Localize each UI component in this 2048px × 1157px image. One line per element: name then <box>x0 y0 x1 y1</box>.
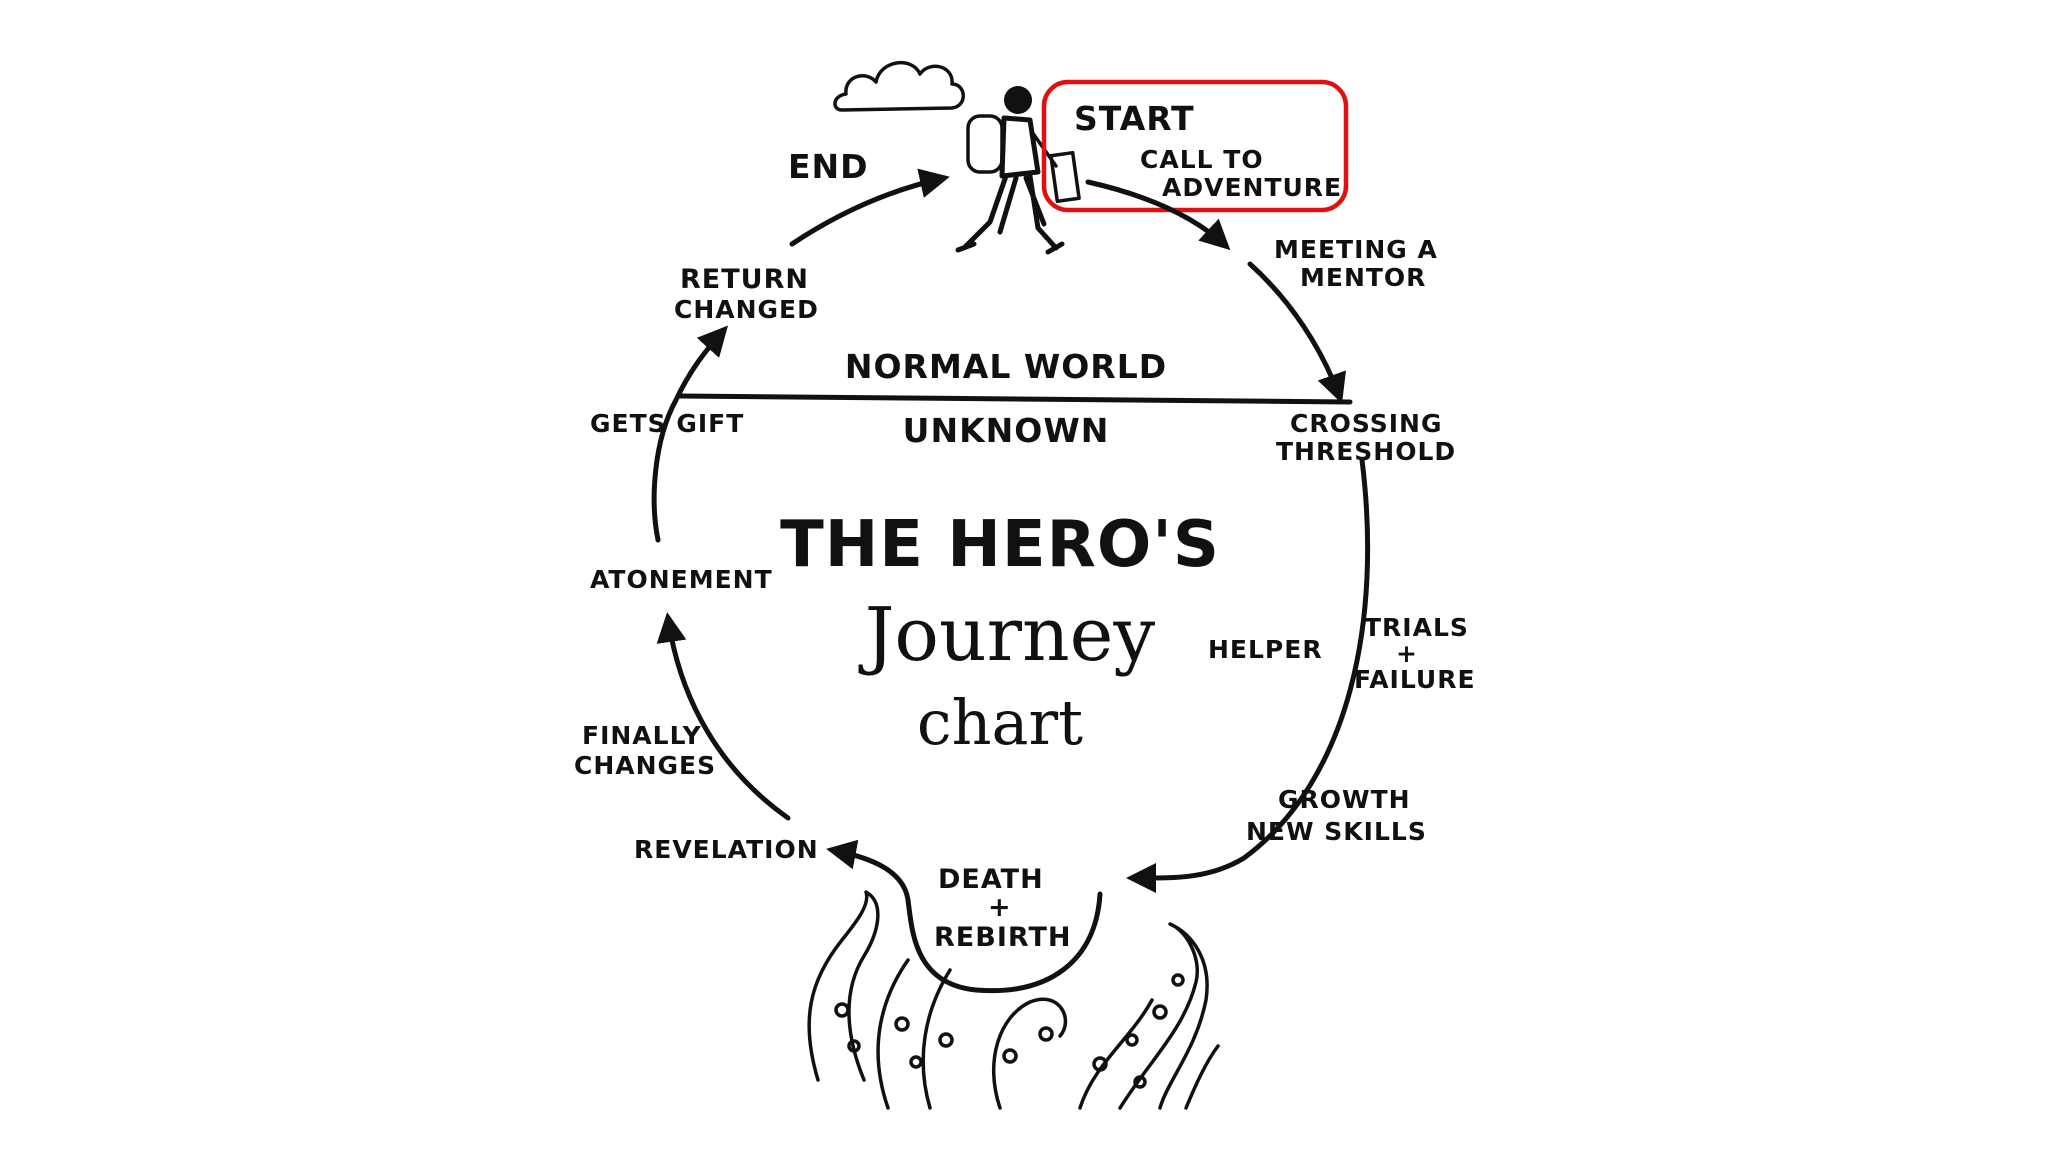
arrow-mentor-to-threshold <box>1247 261 1346 404</box>
start-label: START <box>1074 99 1195 138</box>
meeting-mentor-line1: MEETING A <box>1274 235 1438 264</box>
normal-world-label: NORMAL WORLD <box>845 347 1167 386</box>
meeting-mentor-line2: MENTOR <box>1300 263 1426 292</box>
hiker-icon <box>955 86 1081 255</box>
arrow-death-to-revelation <box>826 839 1103 994</box>
trials-failure-line2: + <box>1396 639 1418 668</box>
arrow-return-to-end <box>789 168 950 247</box>
tentacles-icon <box>807 890 1220 1110</box>
gets-gift-label: GETS GIFT <box>590 409 744 438</box>
arrow-atonement-to-return <box>651 325 729 543</box>
helper-label: HELPER <box>1208 635 1323 664</box>
finally-changes-line1: FINALLY <box>582 721 702 750</box>
arrow-threshold-to-death <box>1126 457 1371 894</box>
growth-skills-line2: NEW SKILLS <box>1246 817 1427 846</box>
atonement-label: ATONEMENT <box>590 565 773 594</box>
unknown-label: UNKNOWN <box>903 411 1110 450</box>
end-label: END <box>788 147 869 186</box>
diagram-title-line2: Journey <box>858 592 1156 678</box>
crossing-threshold-line2: THRESHOLD <box>1276 437 1456 466</box>
trials-failure-line3: FAILURE <box>1354 665 1476 694</box>
world-divider-line <box>677 393 1353 405</box>
death-rebirth-line3: REBIRTH <box>934 922 1071 953</box>
arrow-revelation-to-atonement <box>656 612 791 821</box>
finally-changes-line2: CHANGES <box>574 751 716 780</box>
arrow-start-to-mentor <box>1085 179 1231 251</box>
return-changed-line1: RETURN <box>680 264 809 295</box>
growth-skills-line1: GROWTH <box>1278 785 1411 814</box>
call-to-adventure-line2: ADVENTURE <box>1162 173 1342 202</box>
diagram-title-line3: chart <box>917 686 1083 759</box>
start-highlight-box <box>1041 79 1349 213</box>
death-rebirth-line2: + <box>988 892 1012 923</box>
crossing-threshold-line1: CROSSING <box>1290 409 1442 438</box>
diagram-title-line1: THE HERO'S <box>780 508 1220 582</box>
return-changed-line2: CHANGED <box>674 295 819 324</box>
trials-failure-line1: TRIALS <box>1364 613 1469 642</box>
revelation-label: REVELATION <box>634 835 819 864</box>
call-to-adventure-line1: CALL TO <box>1140 145 1264 174</box>
cloud-icon <box>833 60 965 112</box>
death-rebirth-line1: DEATH <box>938 864 1044 895</box>
